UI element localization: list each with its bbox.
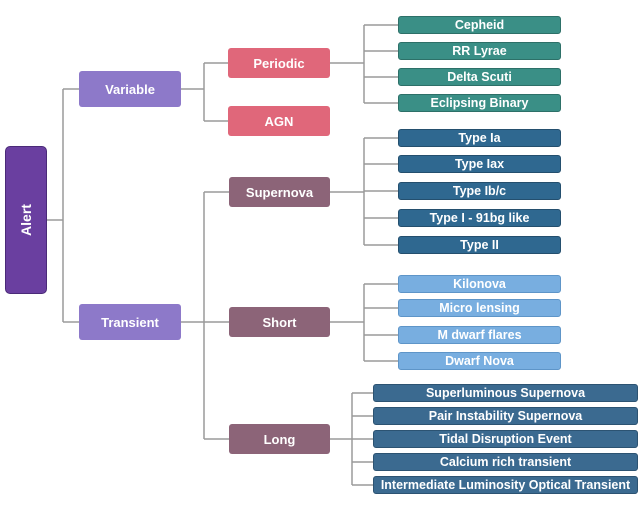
node-agn-label: AGN (264, 113, 294, 129)
leaf-label: Calcium rich transient (439, 455, 572, 469)
node-transient: Transient (79, 304, 181, 340)
leaf-rr-lyrae: RR Lyrae (398, 42, 561, 60)
leaf-label: Cepheid (454, 18, 505, 32)
leaf-dwarf-nova: Dwarf Nova (398, 352, 561, 370)
leaf-type-ib-c: Type Ib/c (398, 182, 561, 200)
leaf-type-iax: Type Iax (398, 155, 561, 173)
root-node-alert: Alert (5, 146, 47, 294)
node-variable-label: Variable (105, 81, 155, 97)
leaf-micro-lensing: Micro lensing (398, 299, 561, 317)
leaf-cepheid: Cepheid (398, 16, 561, 34)
node-long-label: Long (263, 431, 296, 447)
leaf-type-i-91bg: Type I - 91bg like (398, 209, 561, 227)
leaf-label: M dwarf flares (437, 328, 522, 342)
leaf-eclipsing-binary: Eclipsing Binary (398, 94, 561, 112)
leaf-type-ia: Type Ia (398, 129, 561, 147)
leaf-label: Intermediate Luminosity Optical Transien… (380, 478, 631, 492)
leaf-kilonova: Kilonova (398, 275, 561, 293)
node-agn: AGN (228, 106, 330, 136)
leaf-delta-scuti: Delta Scuti (398, 68, 561, 86)
leaf-label: Tidal Disruption Event (439, 432, 572, 446)
node-supernova: Supernova (229, 177, 330, 207)
node-periodic-label: Periodic (253, 55, 305, 71)
leaf-label: Type Iax (454, 157, 505, 171)
leaf-type-ii: Type II (398, 236, 561, 254)
node-long: Long (229, 424, 330, 454)
leaf-label: Eclipsing Binary (430, 96, 529, 110)
leaf-label: Pair Instability Supernova (428, 409, 583, 423)
leaf-pair-instability-supernova: Pair Instability Supernova (373, 407, 638, 425)
leaf-superluminous-supernova: Superluminous Supernova (373, 384, 638, 402)
node-short-label: Short (262, 314, 297, 330)
leaf-label: Superluminous Supernova (425, 386, 586, 400)
node-transient-label: Transient (101, 314, 159, 330)
node-short: Short (229, 307, 330, 337)
leaf-label: Dwarf Nova (445, 354, 514, 368)
leaf-tidal-disruption-event: Tidal Disruption Event (373, 430, 638, 448)
leaf-calcium-rich-transient: Calcium rich transient (373, 453, 638, 471)
leaf-label: RR Lyrae (452, 44, 507, 58)
leaf-label: Type II (460, 238, 499, 252)
node-supernova-label: Supernova (245, 184, 314, 200)
node-variable: Variable (79, 71, 181, 107)
leaf-label: Kilonova (453, 277, 506, 291)
leaf-label: Type I - 91bg like (429, 211, 530, 225)
leaf-label: Micro lensing (439, 301, 520, 315)
leaf-m-dwarf-flares: M dwarf flares (398, 326, 561, 344)
leaf-label: Delta Scuti (447, 70, 512, 84)
root-label: Alert (18, 204, 34, 236)
leaf-label: Type Ib/c (452, 184, 507, 198)
leaf-label: Type Ia (458, 131, 501, 145)
leaf-intermediate-luminosity-optical-transient: Intermediate Luminosity Optical Transien… (373, 476, 638, 494)
node-periodic: Periodic (228, 48, 330, 78)
